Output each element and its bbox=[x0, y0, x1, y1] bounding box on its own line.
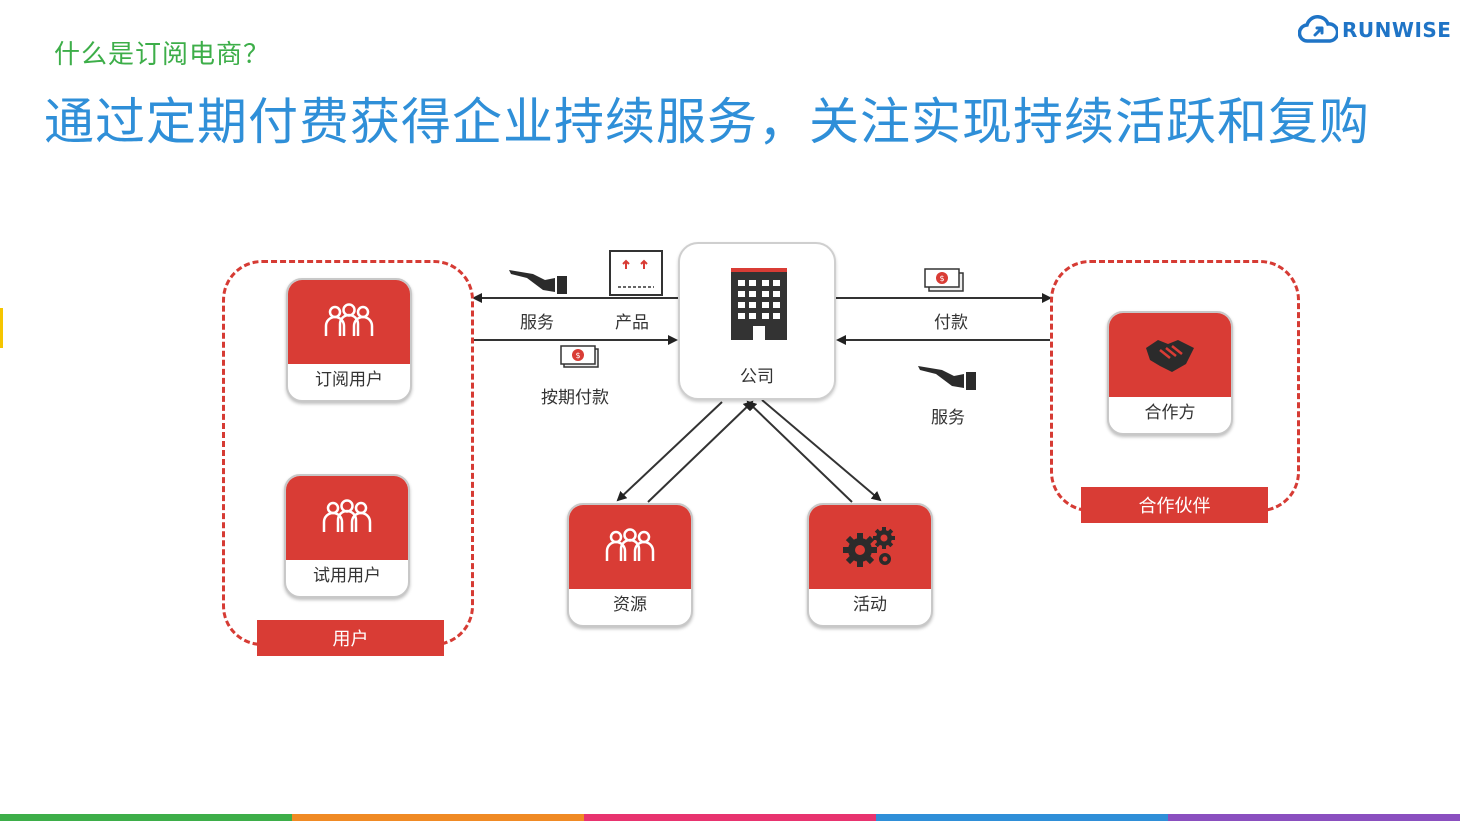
hand-service-icon bbox=[918, 366, 976, 390]
product-label: 产品 bbox=[615, 313, 649, 333]
service-label-left: 服务 bbox=[520, 313, 554, 333]
edge-marker bbox=[0, 308, 3, 348]
people-group-icon bbox=[322, 499, 372, 532]
company-node: 公司 bbox=[678, 242, 836, 400]
activities-card: 活动 bbox=[807, 503, 933, 627]
arrow-activities-to-company bbox=[746, 400, 853, 503]
partners-group-label: 合作伙伴 bbox=[1081, 487, 1268, 523]
people-group-icon bbox=[324, 303, 374, 336]
bar-segment-pink bbox=[584, 814, 876, 821]
hand-service-icon bbox=[509, 270, 567, 294]
arrow-company-to-resources bbox=[616, 401, 723, 502]
periodic-payment-label: 按期付款 bbox=[541, 388, 609, 408]
runwise-logo: RUNWISE bbox=[1298, 14, 1451, 46]
page-subtitle: 什么是订阅电商？ bbox=[54, 40, 271, 70]
bar-segment-orange bbox=[292, 814, 584, 821]
partner-label: 合作方 bbox=[1144, 403, 1196, 423]
page-title: 通过定期付费获得企业持续服务，关注实现持续活跃和复购 bbox=[44, 93, 1370, 151]
trial-user-label: 试用用户 bbox=[313, 566, 381, 586]
office-building-icon bbox=[731, 268, 787, 340]
bottom-color-bar bbox=[0, 814, 1460, 821]
gears-icon bbox=[843, 527, 895, 567]
svg-text:$: $ bbox=[939, 274, 944, 283]
arrow-company-to-activities bbox=[761, 399, 882, 502]
cloud-logo-icon bbox=[1298, 15, 1338, 43]
handshake-icon bbox=[1146, 340, 1194, 372]
svg-text:$: $ bbox=[575, 351, 580, 360]
payment-label: 付款 bbox=[934, 313, 968, 333]
money-bill-icon: $ bbox=[560, 345, 599, 368]
subscriber-card: 订阅用户 bbox=[286, 278, 412, 402]
activities-label: 活动 bbox=[853, 595, 887, 615]
users-group-label: 用户 bbox=[257, 620, 444, 656]
arrow-resources-to-company bbox=[647, 400, 754, 503]
product-box-icon bbox=[609, 250, 663, 296]
trial-user-card: 试用用户 bbox=[284, 474, 410, 598]
company-label: 公司 bbox=[740, 367, 774, 387]
money-bill-icon: $ bbox=[924, 268, 964, 292]
resources-label: 资源 bbox=[613, 595, 647, 615]
subscriber-label: 订阅用户 bbox=[315, 370, 383, 390]
resources-card: 资源 bbox=[567, 503, 693, 627]
partner-card: 合作方 bbox=[1107, 311, 1233, 435]
bar-segment-blue bbox=[876, 814, 1168, 821]
people-group-icon bbox=[605, 528, 655, 561]
bar-segment-green bbox=[0, 814, 292, 821]
bar-segment-purple bbox=[1168, 814, 1460, 821]
service-label-right: 服务 bbox=[931, 408, 965, 428]
logo-text: RUNWISE bbox=[1342, 18, 1452, 42]
